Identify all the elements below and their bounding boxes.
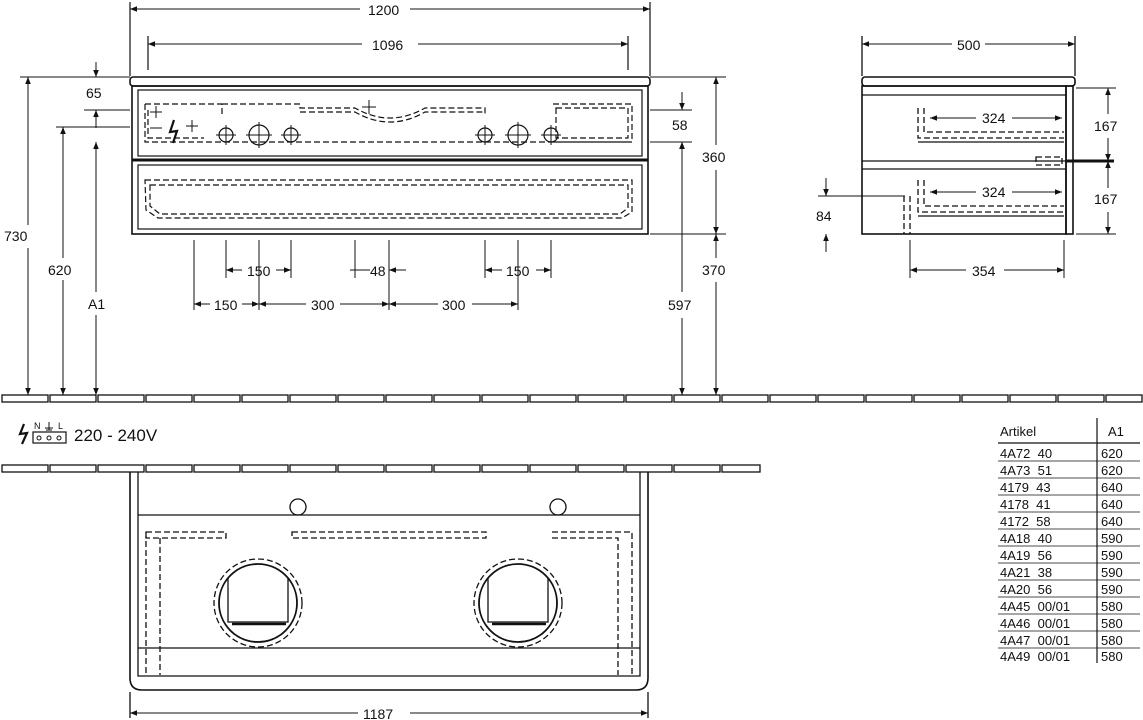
table-row: 4A21 38 590 xyxy=(998,565,1140,581)
side-dimensions xyxy=(818,41,1116,278)
article-table: Artikel A1 4A72 40 620 4A73 51 620 4179 … xyxy=(998,418,1140,664)
dim-65: 65 xyxy=(86,85,102,101)
table-cell-a1: 580 xyxy=(1101,599,1123,614)
side-view xyxy=(861,36,1114,235)
table-row: 4A73 51 620 xyxy=(998,463,1140,479)
table-cell-a1: 580 xyxy=(1101,649,1123,664)
table-cell-a1: 640 xyxy=(1101,480,1123,495)
electrical-symbol: N L 220 - 240V xyxy=(18,421,158,445)
dim-150-bottom: 150 xyxy=(214,297,238,313)
dim-730: 730 xyxy=(4,228,28,244)
dim-300-left: 300 xyxy=(311,297,335,313)
table-row: 4A46 00/01 580 xyxy=(998,616,1140,632)
lightning-icon xyxy=(18,423,29,445)
table-row: 4A19 56 590 xyxy=(998,548,1140,564)
top-view xyxy=(1,464,761,718)
table-row: 4178 41 640 xyxy=(998,497,1140,513)
front-dimensions xyxy=(20,6,726,395)
table-row: 4172 58 640 xyxy=(998,514,1140,530)
floor-line xyxy=(1,394,1143,403)
table-cell-a1: 590 xyxy=(1101,565,1123,580)
dim-48: 48 xyxy=(370,263,386,279)
table-row: 4A20 56 590 xyxy=(998,582,1140,598)
table-row: 4A18 40 590 xyxy=(998,531,1140,547)
dim-620: 620 xyxy=(48,262,72,278)
dim-150-left: 150 xyxy=(247,263,271,279)
dim-354: 354 xyxy=(972,263,996,279)
table-cell-a1: 580 xyxy=(1101,633,1123,648)
table-cell-artikel: 4A19 56 xyxy=(1000,548,1052,563)
table-cell-artikel: 4A21 38 xyxy=(1000,565,1052,580)
voltage-label: 220 - 240V xyxy=(74,426,158,445)
table-cell-a1: 640 xyxy=(1101,497,1123,512)
table-header-a1: A1 xyxy=(1108,424,1124,439)
dim-58: 58 xyxy=(672,117,688,133)
table-row: 4A45 00/01 580 xyxy=(998,599,1140,615)
front-view xyxy=(129,2,651,235)
terminal-n-label: N xyxy=(34,421,41,431)
countertop xyxy=(129,76,651,87)
dim-84: 84 xyxy=(816,208,832,224)
table-cell-a1: 590 xyxy=(1101,531,1123,546)
table-row: 4179 43 640 xyxy=(998,480,1140,496)
terminal-block-icon xyxy=(32,431,67,444)
table-cell-artikel: 4A45 00/01 xyxy=(1000,599,1070,614)
dimension-labels: 1200 1096 65 58 360 730 620 A1 597 370 1… xyxy=(4,2,1118,720)
table-cell-artikel: 4A49 00/01 xyxy=(1000,649,1070,664)
table-row: 4A72 40 620 xyxy=(998,446,1140,462)
dim-500: 500 xyxy=(957,37,981,53)
dim-360: 360 xyxy=(702,149,726,165)
dim-324-top: 324 xyxy=(982,110,1006,126)
table-cell-a1: 590 xyxy=(1101,548,1123,563)
table-cell-a1: 620 xyxy=(1101,463,1123,478)
table-cell-artikel: 4A73 51 xyxy=(1000,463,1052,478)
table-cell-a1: 590 xyxy=(1101,582,1123,597)
table-header-artikel: Artikel xyxy=(1000,424,1036,439)
dim-167-top: 167 xyxy=(1094,118,1118,134)
table-cell-a1: 620 xyxy=(1101,446,1123,461)
table-cell-artikel: 4A72 40 xyxy=(1000,446,1052,461)
table-cell-artikel: 4A18 40 xyxy=(1000,531,1052,546)
table-cell-artikel: 4179 43 xyxy=(1000,480,1051,495)
table-cell-artikel: 4A46 00/01 xyxy=(1000,616,1070,631)
table-cell-a1: 580 xyxy=(1101,616,1123,631)
table-cell-artikel: 4178 41 xyxy=(1000,497,1051,512)
dim-167-bottom: 167 xyxy=(1094,191,1118,207)
table-cell-artikel: 4172 58 xyxy=(1000,514,1051,529)
dim-300-right: 300 xyxy=(442,297,466,313)
table-cell-artikel: 4A47 00/01 xyxy=(1000,633,1070,648)
terminal-l-label: L xyxy=(58,421,63,431)
dim-597: 597 xyxy=(668,297,692,313)
table-row: 4A49 00/01 580 xyxy=(1000,649,1123,664)
dim-324-bottom: 324 xyxy=(982,184,1006,200)
table-cell-artikel: 4A20 56 xyxy=(1000,582,1052,597)
dim-150-right: 150 xyxy=(506,263,530,279)
dim-1187: 1187 xyxy=(363,706,393,720)
table-cell-a1: 640 xyxy=(1101,514,1123,529)
dim-a1: A1 xyxy=(88,296,105,312)
dim-370: 370 xyxy=(702,262,726,278)
table-row: 4A47 00/01 580 xyxy=(998,633,1140,649)
dim-1200: 1200 xyxy=(368,2,399,18)
dim-1096: 1096 xyxy=(372,37,403,53)
